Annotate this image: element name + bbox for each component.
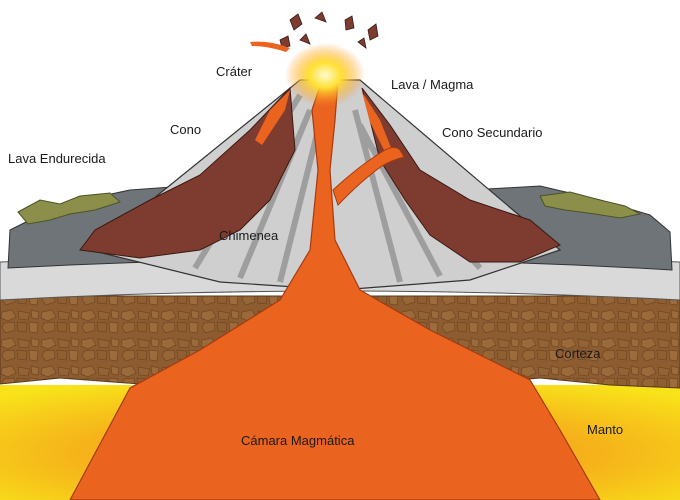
lava-flow-left xyxy=(79,86,296,259)
label-magma-chamber: Cámara Magmática xyxy=(241,433,355,448)
label-crust: Corteza xyxy=(555,346,601,361)
lava-stream-right xyxy=(362,92,392,152)
crater-glow xyxy=(285,43,365,107)
label-hardened-lava: Lava Endurecida xyxy=(8,151,106,166)
lava-flow-right xyxy=(361,87,561,263)
label-secondary-cone: Cono Secundario xyxy=(442,125,543,140)
vegetation-left xyxy=(17,192,121,225)
lava-stream-left xyxy=(255,90,290,145)
vegetation-right xyxy=(539,191,642,219)
secondary-conduit xyxy=(332,147,405,206)
label-lava-magma: Lava / Magma xyxy=(391,77,474,92)
lava-spatter xyxy=(250,41,290,52)
eruption-ejecta xyxy=(279,11,379,49)
label-crater: Cráter xyxy=(216,64,253,79)
label-chimney: Chimenea xyxy=(219,228,279,243)
label-cone: Cono xyxy=(170,122,202,137)
label-mantle: Manto xyxy=(587,422,624,437)
